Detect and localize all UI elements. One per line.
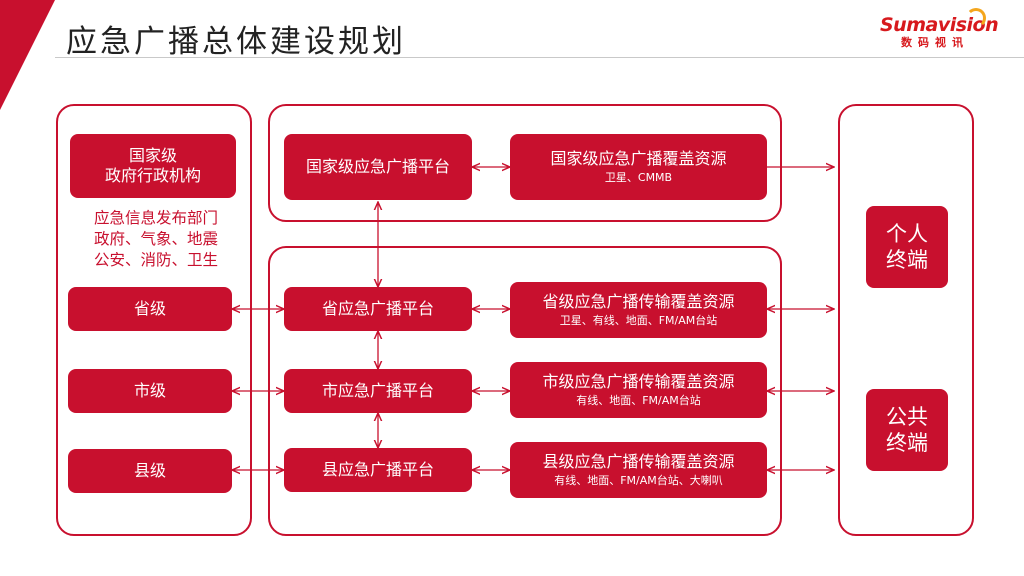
info-line: 公安、消防、卫生 xyxy=(93,251,218,269)
personal-terminal-label-1: 个人 xyxy=(886,221,928,246)
province-resource-detail: 卫星、有线、地面、FM/AM台站 xyxy=(559,314,718,328)
county-resource-detail: 有线、地面、FM/AM台站、大喇叭 xyxy=(554,474,723,488)
personal-terminal-label-2: 终端 xyxy=(886,248,928,272)
province-platform-label: 省应急广播平台 xyxy=(321,299,434,318)
public-terminal-label-2: 终端 xyxy=(886,431,928,455)
public-terminal-label-1: 公共 xyxy=(886,404,928,429)
logo: Sumavision 数码视讯 xyxy=(880,8,999,50)
city-level-label: 市级 xyxy=(133,381,166,400)
county-resource-title: 县级应急广播传输覆盖资源 xyxy=(542,452,735,472)
city-resource-title: 市级应急广播传输覆盖资源 xyxy=(542,372,735,392)
public-terminal-box: 公共 终端 xyxy=(866,389,948,471)
logo-subtitle: 数码视讯 xyxy=(901,36,969,49)
terminal-frame xyxy=(838,104,974,536)
county-level-box: 县级 xyxy=(68,449,232,493)
national-resource-title: 国家级应急广播覆盖资源 xyxy=(550,149,727,169)
county-platform-label: 县应急广播平台 xyxy=(321,460,434,479)
national-platform-label: 国家级应急广播平台 xyxy=(305,157,450,176)
government-agency-label: 政府行政机构 xyxy=(104,166,201,185)
national-level-label: 国家级 xyxy=(128,146,177,165)
logo-swirl-icon xyxy=(966,8,986,28)
county-resource-box: 县级应急广播传输覆盖资源 有线、地面、FM/AM台站、大喇叭 xyxy=(510,442,767,498)
county-platform-box: 县应急广播平台 xyxy=(284,448,472,492)
city-level-box: 市级 xyxy=(68,369,232,413)
province-platform-box: 省应急广播平台 xyxy=(284,287,472,331)
province-resource-box: 省级应急广播传输覆盖资源 卫星、有线、地面、FM/AM台站 xyxy=(510,282,767,338)
national-frame xyxy=(268,104,782,222)
info-line: 政府、气象、地震 xyxy=(93,230,218,248)
info-publishing-departments: 应急信息发布部门 政府、气象、地震 公安、消防、卫生 xyxy=(78,208,234,271)
national-resource-box: 国家级应急广播覆盖资源 卫星、CMMB xyxy=(510,134,767,200)
personal-terminal-box: 个人 终端 xyxy=(866,206,948,288)
province-resource-title: 省级应急广播传输覆盖资源 xyxy=(542,292,735,312)
corner-accent xyxy=(0,0,55,110)
city-resource-box: 市级应急广播传输覆盖资源 有线、地面、FM/AM台站 xyxy=(510,362,767,418)
city-platform-label: 市应急广播平台 xyxy=(321,381,434,400)
national-resource-detail: 卫星、CMMB xyxy=(604,171,673,185)
province-level-label: 省级 xyxy=(133,299,166,318)
info-line: 应急信息发布部门 xyxy=(93,209,218,227)
national-platform-box: 国家级应急广播平台 xyxy=(284,134,472,200)
city-resource-detail: 有线、地面、FM/AM台站 xyxy=(576,394,701,408)
county-level-label: 县级 xyxy=(133,461,166,480)
province-level-box: 省级 xyxy=(68,287,232,331)
national-government-box: 国家级 政府行政机构 xyxy=(70,134,236,198)
city-platform-box: 市应急广播平台 xyxy=(284,369,472,413)
title-divider xyxy=(55,57,1024,58)
page-title: 应急广播总体建设规划 xyxy=(66,24,406,60)
left-frame xyxy=(56,104,252,536)
